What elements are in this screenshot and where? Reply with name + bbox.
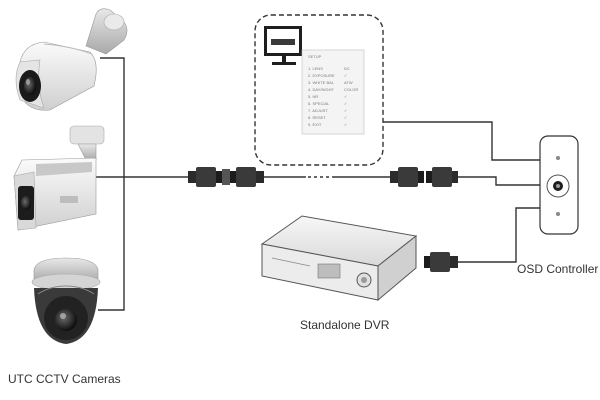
osd-menu-item: 8. RESET — [308, 115, 326, 120]
joystick-controller-icon — [539, 135, 579, 235]
cables — [96, 57, 548, 311]
bnc-connector-icon — [424, 252, 458, 272]
controller-label: OSD Controller — [517, 262, 599, 276]
osd-menu-item: 1. LENS — [308, 66, 323, 71]
bnc-connector-icon — [188, 167, 226, 187]
cameras-label: UTC CCTV Cameras — [8, 372, 121, 386]
osd-menu-value: ✓ — [344, 108, 348, 113]
osd-menu-value: DC — [344, 66, 350, 71]
osd-menu-item: 2. EXPOSURE — [308, 73, 335, 78]
osd-menu-item: 5. NR — [308, 94, 319, 99]
dvr-icon — [260, 215, 418, 302]
osd-menu-panel — [301, 49, 365, 135]
cable-osd-to-controller — [382, 121, 548, 161]
osd-menu-value: COLOR — [344, 87, 359, 92]
osd-menu-title: SETUP — [308, 54, 322, 59]
osd-menu-value: ✓ — [344, 115, 348, 120]
osd-menu-value: ✓ — [344, 73, 348, 78]
bullet-camera-icon — [15, 8, 128, 111]
osd-menu-value: ✓ — [344, 122, 348, 127]
bnc-connector-icon — [226, 167, 264, 187]
osd-menu-value: ATW — [344, 80, 353, 85]
dome-camera-icon — [31, 257, 101, 344]
osd-menu-item: 6. SPECIAL — [308, 101, 330, 106]
bnc-connector-icon — [426, 167, 458, 187]
monitor-icon — [264, 26, 302, 65]
osd-menu-value: ✓ — [344, 94, 348, 99]
cable-bullet-camera — [98, 57, 125, 311]
osd-menu-item: 9. EXIT — [308, 122, 322, 127]
osd-menu-item: 7. ADJUST — [308, 108, 328, 113]
osd-menu-item: 4. DAY/NIGHT — [308, 87, 334, 92]
osd-menu-item: 3. WHITE BAL — [308, 80, 335, 85]
box-camera-icon — [13, 125, 105, 231]
osd-menu-value: ✓ — [344, 101, 348, 106]
cable-dvr-to-controller — [458, 207, 548, 263]
cable-to-controller — [456, 176, 546, 186]
dvr-label: Standalone DVR — [300, 318, 390, 332]
bnc-connector-icon — [390, 167, 424, 187]
